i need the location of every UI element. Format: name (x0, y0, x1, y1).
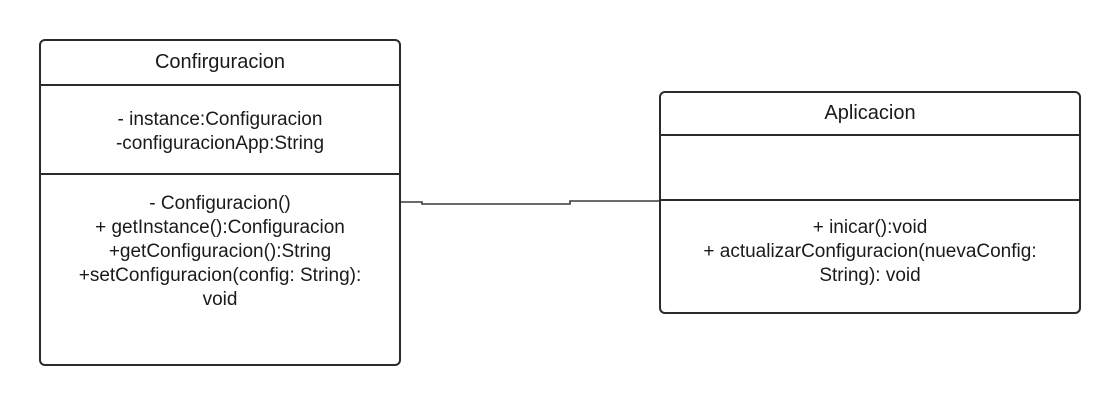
method-item: - Configuracion() (149, 193, 291, 214)
association-line (401, 200, 659, 205)
attribute-item: -configuracionApp:String (115, 132, 325, 154)
method-item: + actualizarConfiguracion(nuevaConfig: (703, 241, 1037, 262)
method-item-continuation: void (202, 289, 238, 310)
attributes-section: - instance:Configuracion -configuracionA… (41, 86, 399, 175)
attributes-section-empty (661, 136, 1079, 201)
method-item: + inicar():void (812, 217, 928, 238)
method-item-continuation: String): void (819, 265, 921, 286)
attribute-item: - instance:Configuracion (117, 108, 323, 130)
method-item: + getInstance():Configuracion (95, 217, 345, 238)
class-name-section: Aplicacion (661, 93, 1079, 136)
class-name: Aplicacion (824, 102, 916, 124)
class-name-section: Confirguracion (41, 41, 399, 86)
methods-section: + inicar():void + actualizarConfiguracio… (661, 201, 1079, 312)
method-item: +getConfiguracion():String (108, 241, 332, 262)
class-name: Confirguracion (154, 51, 286, 73)
class-box-aplicacion[interactable]: Aplicacion + inicar():void + actualizarC… (659, 91, 1081, 314)
class-box-confirguracion[interactable]: Confirguracion - instance:Configuracion … (39, 39, 401, 366)
method-item: +setConfiguracion(config: String): (78, 265, 362, 286)
methods-section: - Configuracion() + getInstance():Config… (41, 175, 399, 364)
